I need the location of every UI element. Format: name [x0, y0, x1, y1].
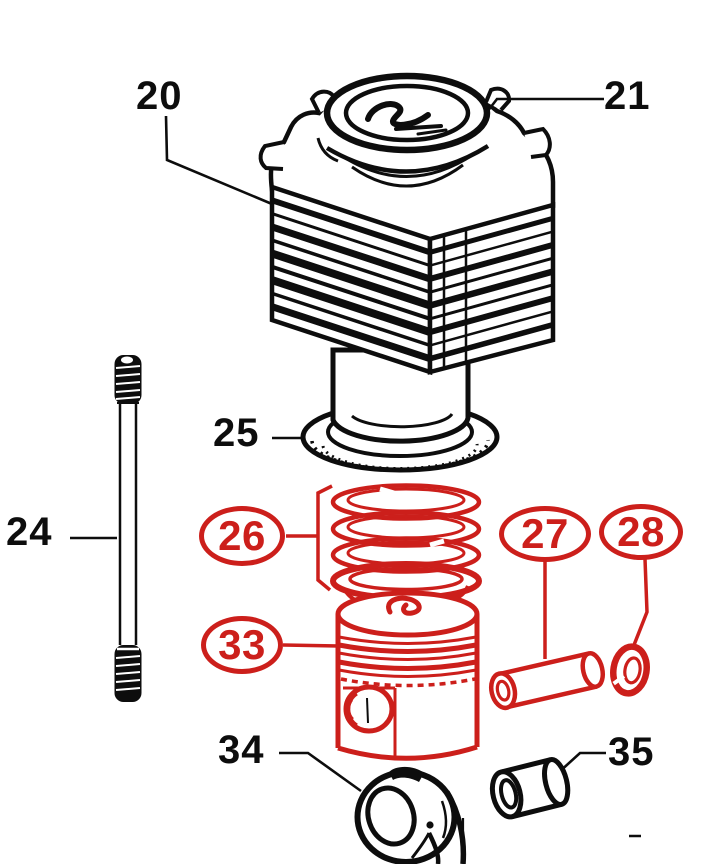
callout-oval-27: 27 — [499, 506, 591, 562]
head-logo — [365, 101, 431, 128]
callout-35: 35 — [608, 730, 655, 774]
callout-24: 24 — [6, 510, 53, 554]
stud-drawing — [114, 355, 142, 702]
callout-33-text: 33 — [218, 621, 266, 669]
callout-oval-33: 33 — [201, 616, 283, 674]
piston-crown-swirl — [386, 595, 422, 616]
callout-21: 21 — [604, 74, 651, 118]
callout-28-text: 28 — [617, 508, 665, 556]
piston-rings-drawing — [286, 483, 482, 607]
piston-drawing — [282, 590, 480, 761]
cooling-fins-right — [427, 202, 556, 375]
piston-pin-drawing — [488, 561, 606, 711]
connecting-rod-drawing — [354, 766, 467, 864]
callout-oval-28: 28 — [599, 504, 683, 560]
circlip-drawing — [610, 558, 650, 697]
cooling-fins-left — [269, 183, 433, 376]
head-top-cap — [323, 72, 491, 154]
cylinder-drawing — [258, 72, 556, 444]
bushing-drawing — [489, 757, 571, 820]
callout-oval-26: 26 — [199, 506, 285, 566]
callout-20: 20 — [136, 74, 183, 118]
leader-lines-black — [70, 97, 641, 838]
callout-25: 25 — [213, 411, 260, 455]
callout-34: 34 — [218, 728, 265, 772]
piston-pin-bore — [343, 684, 395, 734]
callout-26-text: 26 — [218, 512, 266, 560]
ring-set-bracket — [316, 484, 333, 592]
callout-27-text: 27 — [521, 510, 569, 558]
